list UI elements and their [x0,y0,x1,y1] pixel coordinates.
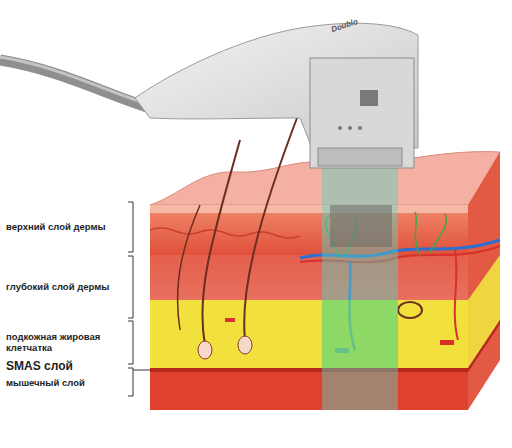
bracket [128,368,133,396]
fat-layer [150,300,468,368]
capillary [415,212,446,255]
layer-label: мышечный слой [6,377,124,388]
gland [398,302,422,318]
treated-zone [330,205,392,247]
leader-line [133,370,150,371]
side-smas [468,320,500,372]
layer-label: глубокий слой дермы [6,281,124,292]
side-face [468,152,500,410]
bracket [128,202,133,252]
muscle-layer [150,372,468,410]
papillae [150,228,300,238]
hair [202,140,240,345]
follicle [238,336,252,354]
follicle [198,341,212,359]
layer-label: верхний слой дермы [6,221,124,232]
handpiece-head [310,58,414,168]
layer-label: подкожная жировая клетчатка [6,331,124,354]
bracket [128,321,133,364]
side-fat [468,255,500,368]
ultrasound-beam [322,165,398,410]
bracket [128,256,133,318]
indicator [338,126,342,130]
cable-highlight [0,57,150,105]
vessel-cut [440,340,454,345]
layer-label: SMAS слой [6,359,124,373]
vessel-cut [225,318,235,322]
cable [0,60,150,108]
indicator [348,126,352,130]
artery [455,250,458,340]
indicator [358,126,362,130]
beam-fat-zone [322,300,398,368]
hair [244,110,300,340]
smas-layer [150,368,468,372]
window [360,90,378,106]
transducer [318,148,402,166]
hair [178,205,200,330]
